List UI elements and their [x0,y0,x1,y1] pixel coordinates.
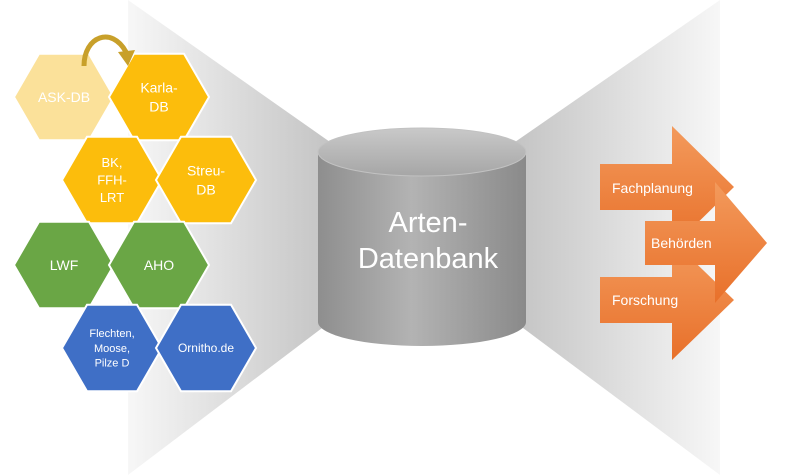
hexagon-ornitho-de: Ornitho.de [154,303,258,393]
hexagon-karla-db: Karla- DB [107,52,211,142]
hexagon-label: LWF [50,257,79,273]
data-source-hexagons: ASK-DB Karla- DB BK, FFH- LRT Streu- DB LWF AHO Fl… [12,52,258,393]
hexagon-label: DB [149,98,168,114]
hexagon-label: FFH- [97,173,127,188]
output-label-forschung: Forschung [612,292,678,308]
hexagon-shape [60,303,164,393]
hexagon-shape [154,135,258,225]
database-cylinder: Arten- Datenbank [317,127,527,346]
hexagon-flechten-moose-pilze: Flechten, Moose, Pilze D [60,303,164,393]
hexagon-label: LRT [100,190,124,205]
hexagon-shape [154,303,258,393]
funnel-right [515,0,720,475]
output-label-behoerden: Behörden [651,235,712,251]
hexagon-label: Streu- [187,163,225,179]
hexagon-label: Moose, [94,343,130,355]
output-arrow-fachplanung: Fachplanung [600,126,734,248]
database-label-line-1: Arten- [389,207,468,239]
transfer-arrowhead-icon [118,50,135,66]
transfer-curved-arrow-icon [81,34,129,67]
hexagon-label: ASK-DB [38,89,90,105]
hexagon-label: DB [196,181,215,197]
hexagon-label: AHO [144,257,174,273]
hexagon-bk-ffh-lrt: BK, FFH- LRT [60,135,164,225]
hexagon-streu-db: Streu- DB [154,135,258,225]
output-arrows: Fachplanung Forschung Behörden [600,126,767,360]
hexagon-label: Pilze D [95,358,130,370]
hexagon-label: BK, [102,155,123,170]
hexagon-label: Karla- [140,80,178,96]
output-arrow-forschung: Forschung [600,240,734,360]
hexagon-ask-db: ASK-DB [12,52,116,142]
database-label-line-2: Datenbank [358,243,499,275]
output-arrow-behoerden: Behörden [645,182,767,303]
output-label-fachplanung: Fachplanung [612,180,693,196]
hexagon-label: Flechten, [89,328,134,340]
hexagon-label: Ornitho.de [178,341,234,355]
hexagon-lwf: LWF [12,220,116,310]
